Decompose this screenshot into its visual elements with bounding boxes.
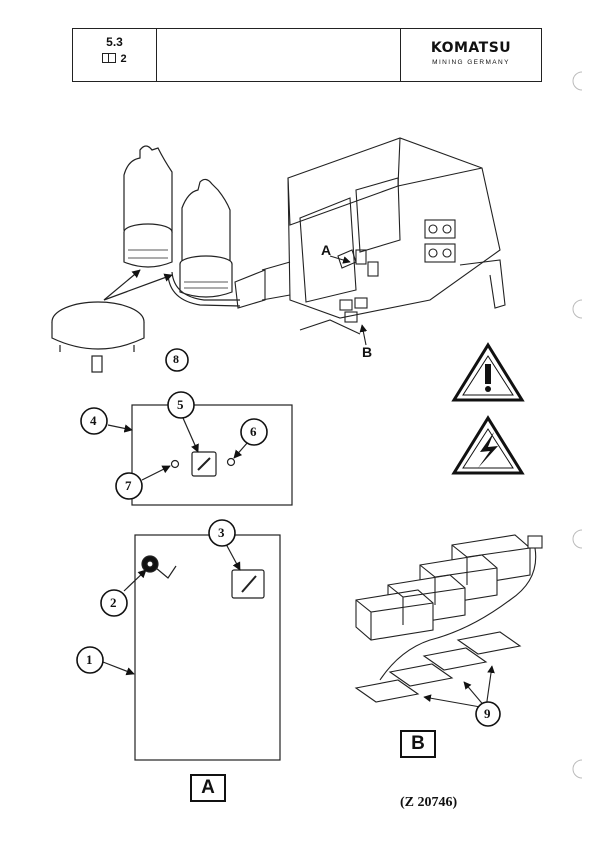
warning-exclamation-icon [451, 342, 525, 402]
callout-1: 1 [86, 652, 93, 667]
detail-view-box [107, 404, 293, 506]
callout-5: 5 [177, 397, 184, 412]
electrical-hazard-icon [451, 415, 525, 475]
brand-subtitle: MINING GERMANY [432, 59, 510, 66]
figure-label-b: B [400, 730, 436, 758]
callout-circle-8 [165, 348, 189, 372]
section-number: 5.3 [106, 35, 123, 49]
callout-circle-6 [240, 418, 268, 446]
callout-4: 4 [90, 413, 97, 428]
battery-box-drawing [354, 534, 543, 709]
callout-2: 2 [110, 595, 117, 610]
callout-circles [76, 348, 501, 727]
view-letter-b: B [362, 344, 373, 360]
callout-3: 3 [218, 525, 225, 540]
drawing-reference: (Z 20746) [400, 795, 458, 810]
callout-circle-5 [167, 391, 195, 419]
callout-7: 7 [125, 478, 132, 493]
logo-cell: KOMATSU MINING GERMANY [400, 29, 541, 81]
section-cell: 5.3 2 [73, 29, 157, 81]
figure-label-a: A [190, 774, 226, 802]
callout-circle-3 [208, 519, 236, 547]
callout-circle-4 [80, 407, 108, 435]
book-icon [102, 53, 117, 63]
brand-logo: KOMATSU [430, 40, 512, 56]
callout-9: 9 [484, 706, 491, 721]
page-header: 5.3 2 KOMATSU MINING GERMANY [72, 28, 542, 82]
callout-circle-9 [475, 701, 501, 727]
callout-6: 6 [250, 424, 257, 439]
punch-holes [572, 71, 583, 779]
callout-circle-7 [115, 472, 143, 500]
view-a-panel [102, 534, 281, 761]
callout-circle-1 [76, 646, 104, 674]
view-letter-a: A [321, 242, 332, 258]
book-number: 2 [120, 53, 127, 65]
book-reference: 2 [73, 53, 156, 65]
machine-cab-drawing [234, 137, 506, 346]
callout-circle-2 [100, 589, 128, 617]
callout-8: 8 [173, 352, 179, 366]
beacon-lights-drawing [51, 145, 241, 373]
